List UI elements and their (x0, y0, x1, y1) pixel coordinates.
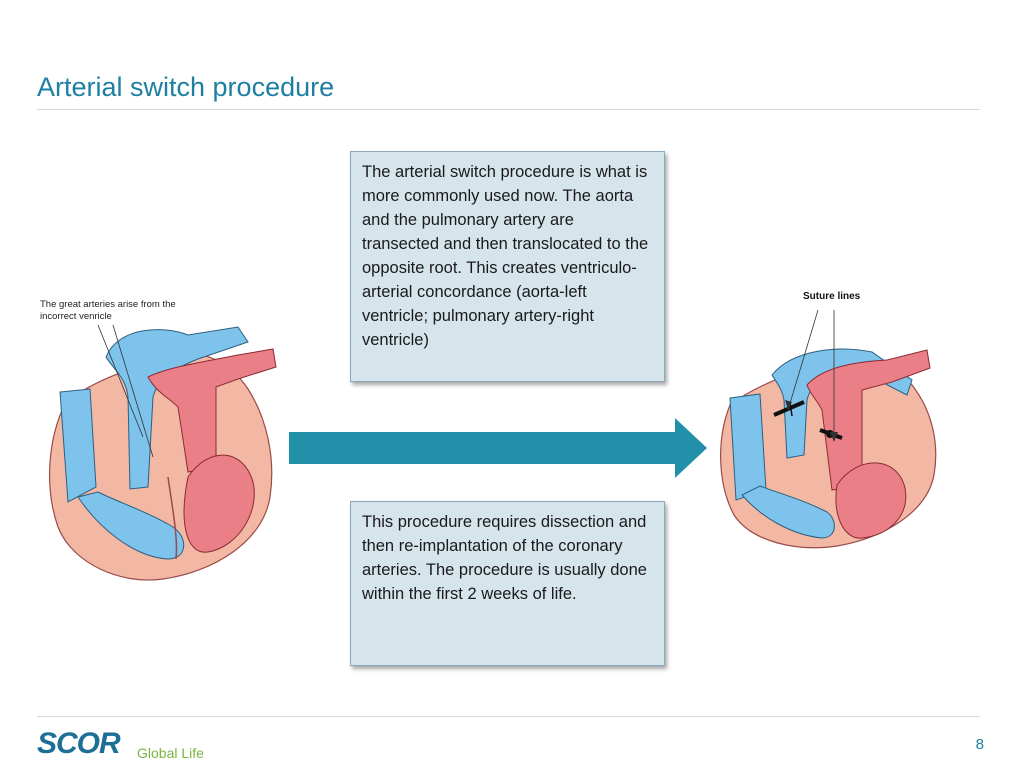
heart-illustration-after (720, 309, 937, 549)
logo-brand: SCOR (37, 727, 121, 760)
title-divider (37, 109, 980, 110)
heart-illustration-before (48, 324, 277, 581)
description-box-2: This procedure requires dissection and t… (350, 501, 665, 666)
transition-arrow (289, 418, 707, 478)
footer-divider (37, 716, 980, 717)
left-figure-label: The great arteries arise from the incorr… (40, 299, 176, 322)
description-box-1: The arterial switch procedure is what is… (350, 151, 665, 382)
logo-tagline: Global Life (137, 745, 204, 761)
page-number: 8 (975, 736, 984, 753)
slide-title: Arterial switch procedure (37, 72, 335, 102)
scor-logo: SCOR Global Life (37, 727, 204, 761)
right-figure-label: Suture lines (803, 291, 861, 302)
